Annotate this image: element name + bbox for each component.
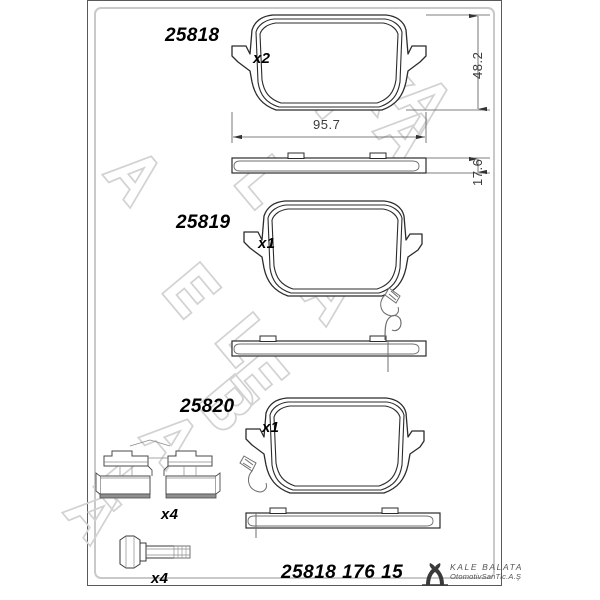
drawing-inner-frame xyxy=(94,7,495,579)
